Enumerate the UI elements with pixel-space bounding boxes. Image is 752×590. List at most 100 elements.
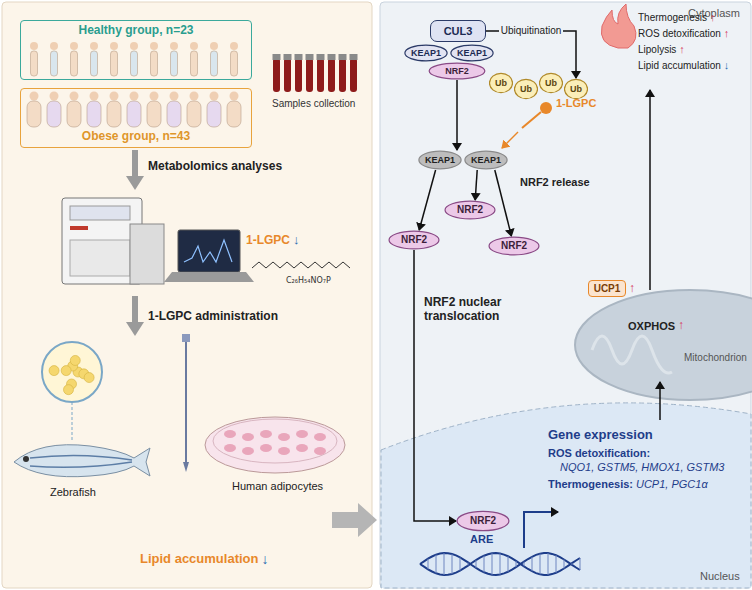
adipocyte-cell — [260, 444, 272, 452]
ellipse-outline — [405, 45, 447, 61]
node-text: Ub — [570, 84, 582, 94]
person-head — [30, 42, 38, 50]
text-label: Lipolysis — [638, 44, 676, 56]
ellipse-outline — [445, 201, 495, 219]
text-label: Human adipocytes — [232, 480, 323, 493]
change-arrow: ↑ — [629, 282, 635, 296]
text-label: 1-LGPC — [246, 234, 290, 248]
ubiquitin-circle: Ub — [539, 72, 563, 94]
text-label: 1-LGPC — [556, 97, 596, 110]
dna-rung — [516, 561, 517, 567]
text-label: ROS detoxification — [638, 28, 721, 40]
person-body — [71, 51, 78, 76]
ellipse-outline — [419, 151, 461, 169]
person-body — [107, 101, 121, 127]
change-arrow: ↓ — [261, 551, 268, 567]
person-body — [51, 51, 58, 76]
lipid-droplet — [70, 355, 80, 365]
node-text: KEAP1 — [457, 48, 487, 58]
adipocyte-cell — [260, 430, 272, 438]
person-body — [227, 101, 241, 127]
person-body — [27, 101, 41, 127]
protein-ellipse: KEAP1 — [404, 44, 448, 62]
text-label: Gene expression — [548, 428, 653, 443]
dna-rung — [460, 557, 461, 570]
node-text: KEAP1 — [411, 48, 441, 58]
dna-rung — [492, 553, 493, 575]
change-arrow: ↑ — [679, 43, 685, 56]
dna-rung — [564, 559, 565, 568]
person-head — [90, 92, 99, 101]
node-text: Healthy group, n=23 — [78, 24, 193, 38]
person-body — [91, 51, 98, 76]
dna-helix — [420, 553, 580, 575]
node-text: Ub — [545, 78, 557, 88]
text-label: 1-LGPC administration — [148, 310, 278, 324]
protein-ellipse: NRF2 — [388, 230, 440, 250]
needle — [182, 334, 190, 472]
dna-rung — [532, 557, 533, 571]
dna-rung — [500, 553, 501, 574]
dna-rung — [580, 558, 581, 570]
person-head — [210, 92, 219, 101]
dna-rung — [428, 559, 429, 570]
tube-cap — [295, 54, 303, 60]
change-arrow: ↓ — [724, 59, 730, 72]
text-label: NQO1, GSTM5, HMOX1, GSTM3 — [560, 461, 724, 474]
person-head — [150, 92, 159, 101]
tube-cap — [317, 54, 325, 60]
adipocyte-cell — [296, 444, 308, 452]
ellipse-outline — [451, 45, 493, 61]
person-head — [50, 42, 58, 50]
tube-cap — [306, 54, 314, 60]
person-head — [110, 42, 118, 50]
dna-rung — [452, 554, 453, 574]
person-head — [150, 42, 158, 50]
tube-cap — [339, 54, 347, 60]
dna-rung — [484, 556, 485, 573]
connector-arrow — [414, 250, 456, 521]
node-text: Obese group, n=43 — [82, 130, 190, 144]
dna-rung — [468, 562, 469, 565]
adipocyte-cell — [296, 430, 308, 438]
ubiquitin-circle: Ub — [564, 78, 588, 100]
lipid-droplet — [49, 366, 59, 376]
person-head — [90, 42, 98, 50]
text-label: Nucleus — [700, 570, 740, 583]
ellipse-outline — [389, 231, 439, 249]
lipid-droplet — [61, 366, 71, 376]
change-arrow: ↑ — [678, 319, 684, 333]
person-head — [70, 42, 78, 50]
sample-tubes — [273, 54, 358, 92]
person-head — [130, 92, 139, 101]
adipocyte-cell — [242, 433, 254, 441]
group-box: Obese group, n=43 — [20, 88, 252, 148]
group-box: Healthy group, n=23 — [20, 20, 252, 80]
text-label: Metabolomics analyses — [148, 160, 282, 174]
adipocyte-cell — [278, 433, 290, 441]
person-body — [207, 101, 221, 127]
text-label: Lipid accumulation — [638, 60, 721, 72]
protein-box: UCP1 — [588, 280, 626, 297]
person-head — [70, 92, 79, 101]
adipocyte-cell — [242, 447, 254, 455]
blood-tube — [328, 58, 335, 92]
dna-rung — [556, 555, 557, 573]
panel-arrow — [332, 503, 377, 537]
person-body — [111, 51, 118, 76]
person-head — [110, 92, 119, 101]
person-body — [171, 51, 178, 76]
molecule — [252, 262, 350, 268]
ellipse-outline — [457, 511, 509, 530]
person-head — [50, 92, 59, 101]
ubiquitin-circle: Ub — [489, 72, 513, 94]
adipocyte-cell — [224, 444, 236, 452]
text-label: Lipid accumulation — [140, 552, 258, 567]
dna-rung — [444, 553, 445, 575]
text-label: OXPHOS — [628, 320, 675, 333]
node-text: KEAP1 — [425, 155, 455, 165]
petri-dish — [205, 417, 345, 473]
adipocyte-cell — [224, 430, 236, 438]
dna-rung — [508, 556, 509, 572]
